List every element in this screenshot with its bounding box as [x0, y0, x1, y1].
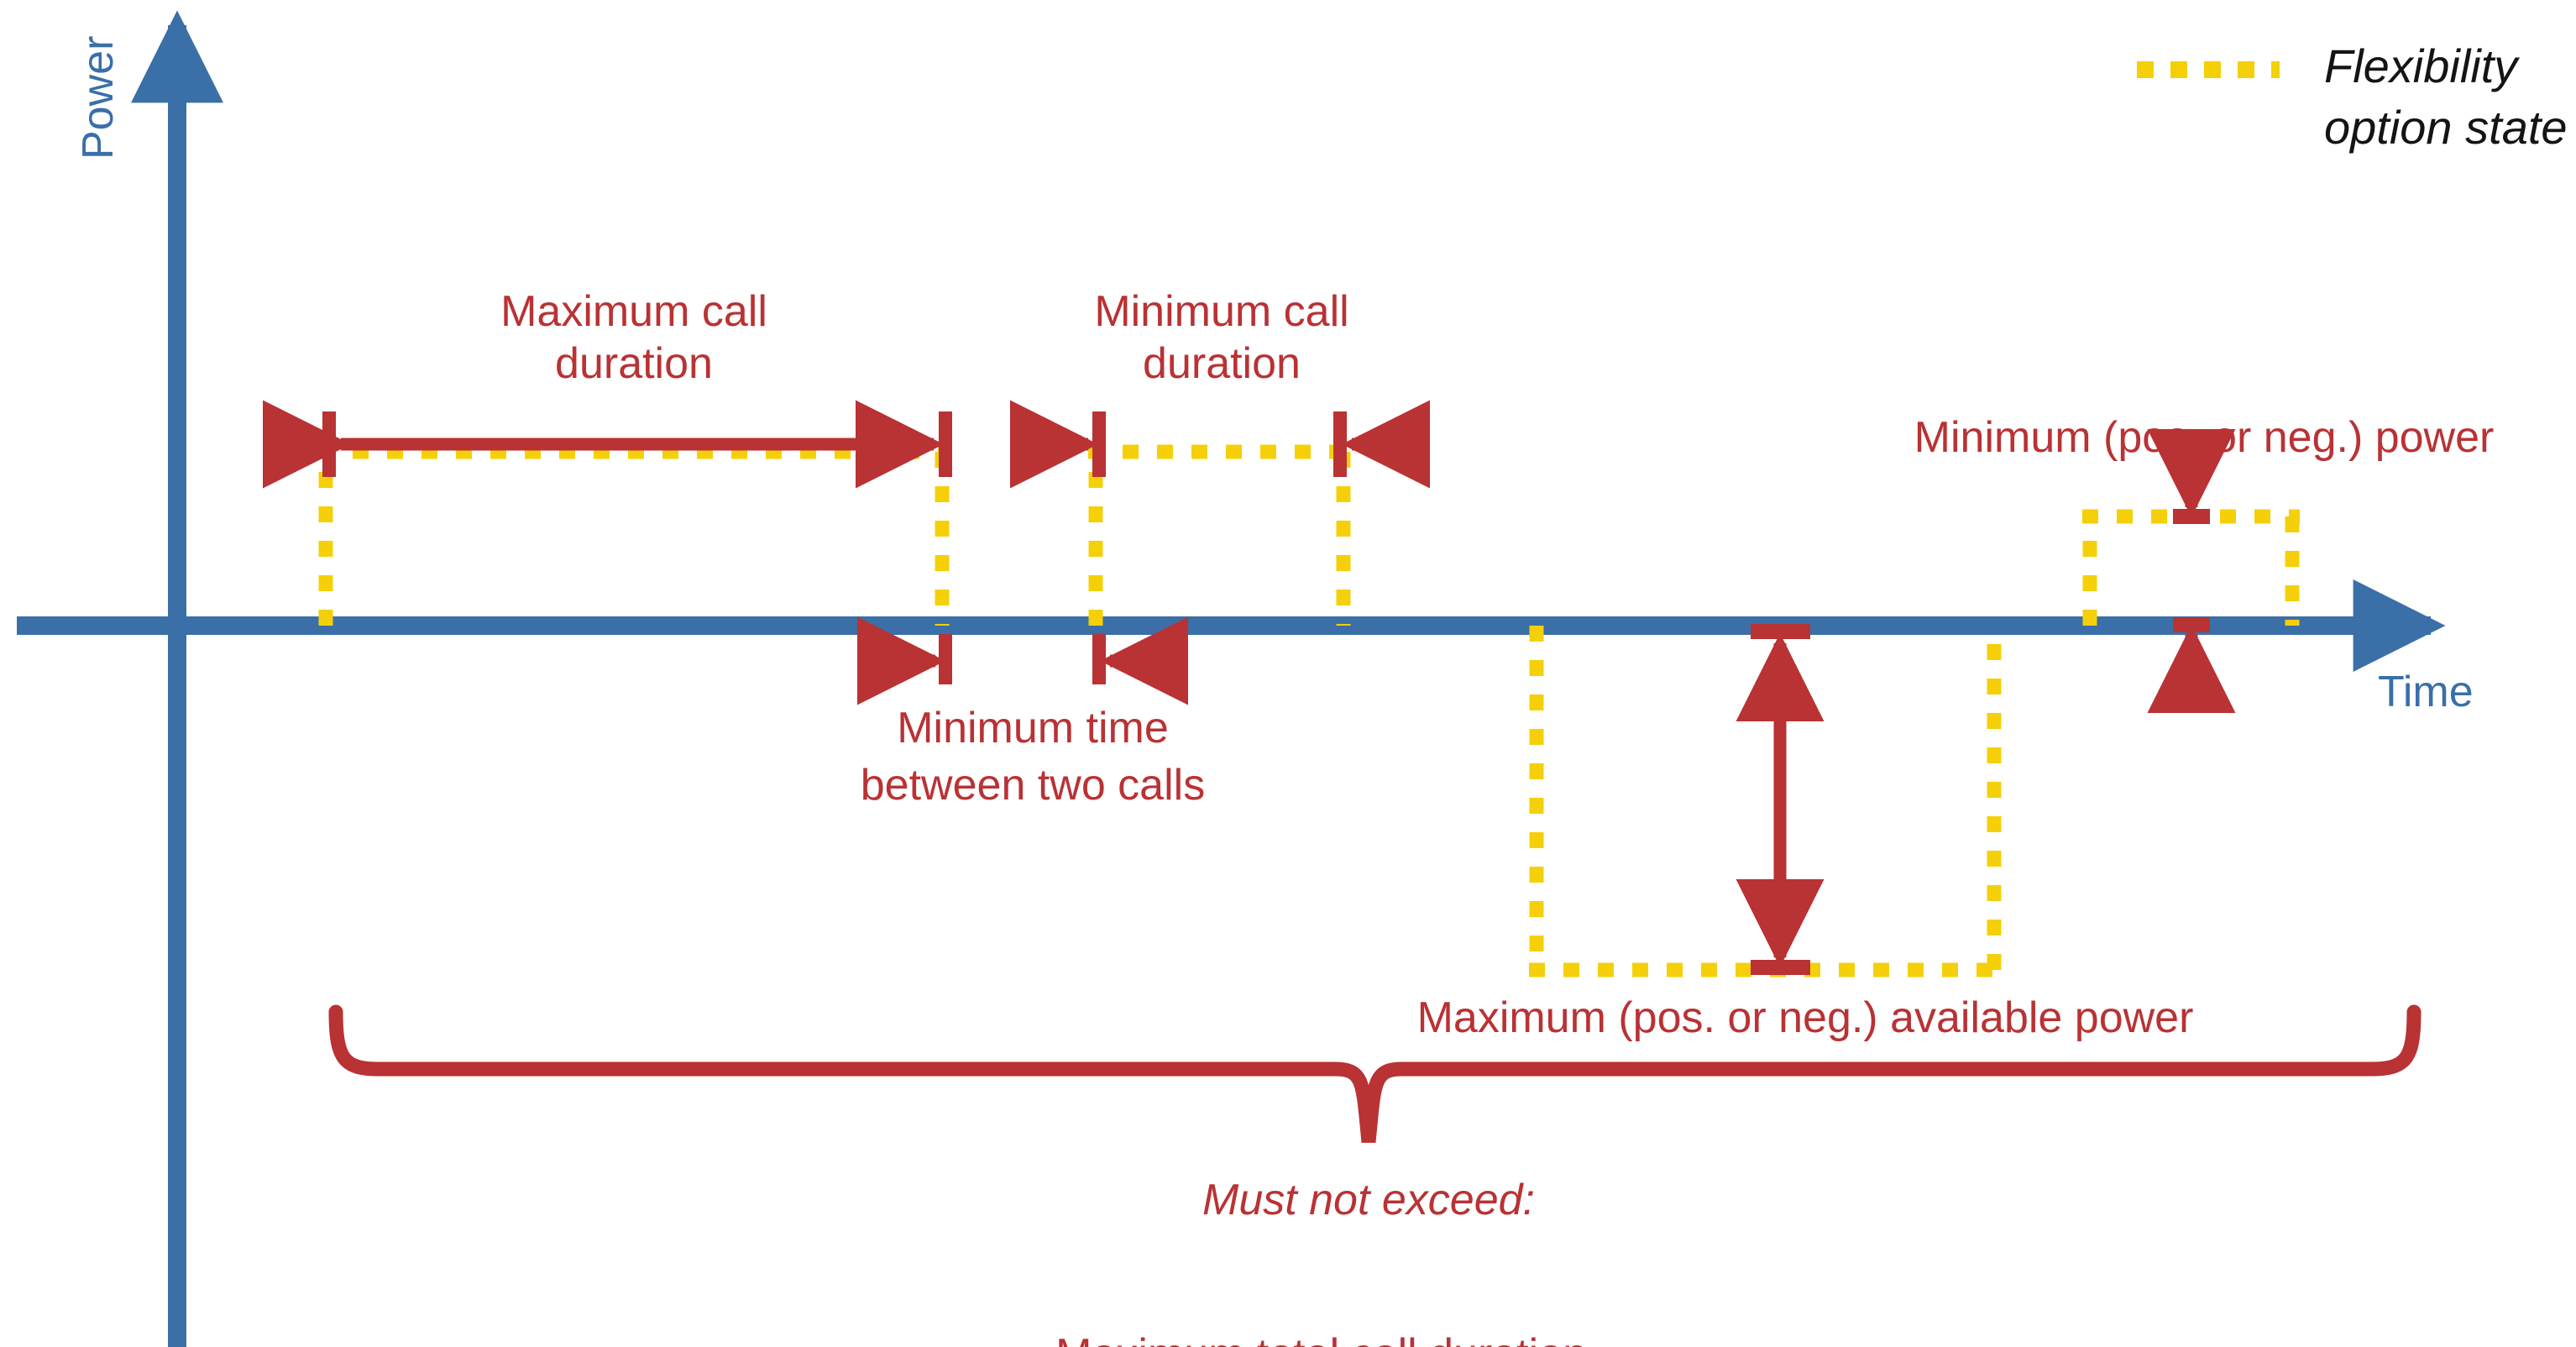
legend-label-line1: Flexibility — [2324, 39, 2518, 92]
flex-block-call-2 — [1088, 444, 1351, 626]
min-time-between-calls-arrow — [857, 616, 1188, 705]
axis-group — [17, 10, 2446, 1347]
x-axis-label: Time — [2378, 668, 2474, 716]
bullet-icon-1: • — [1016, 1330, 1031, 1347]
min-time-between-calls-label-line2: between two calls — [860, 761, 1206, 810]
max-available-power-label: Maximum (pos. or neg.) available power — [1416, 993, 2194, 1042]
constraint-item-1: • Maximum total call duration — [1016, 1330, 1856, 1347]
min-call-duration-label-line2: duration — [1143, 339, 1301, 388]
min-call-duration-arrow — [1010, 400, 1430, 489]
summary-brace — [328, 1004, 2422, 1143]
must-not-exceed-heading: Must not exceed: — [1202, 1176, 1535, 1224]
max-available-power-arrow — [1736, 624, 1825, 975]
flex-block-call-4 — [2082, 509, 2300, 626]
min-call-duration-label-line1: Minimum call — [1094, 287, 1349, 336]
legend-label-line2: option state — [2324, 101, 2568, 154]
flex-block-call-1 — [318, 444, 950, 626]
min-power-arrow — [2147, 429, 2236, 713]
max-call-duration-label-line1: Maximum call — [500, 287, 767, 336]
min-power-label: Minimum (pos. or neg.) power — [1914, 413, 2495, 462]
constraint-item-1-text: Maximum total call duration — [1055, 1330, 1587, 1347]
max-call-duration-label-line2: duration — [555, 339, 713, 388]
flex-block-call-3 — [1529, 626, 2002, 977]
max-call-duration-arrow — [263, 400, 952, 489]
min-time-between-calls-label-line1: Minimum time — [897, 704, 1169, 752]
y-axis-label: Power — [74, 35, 123, 160]
